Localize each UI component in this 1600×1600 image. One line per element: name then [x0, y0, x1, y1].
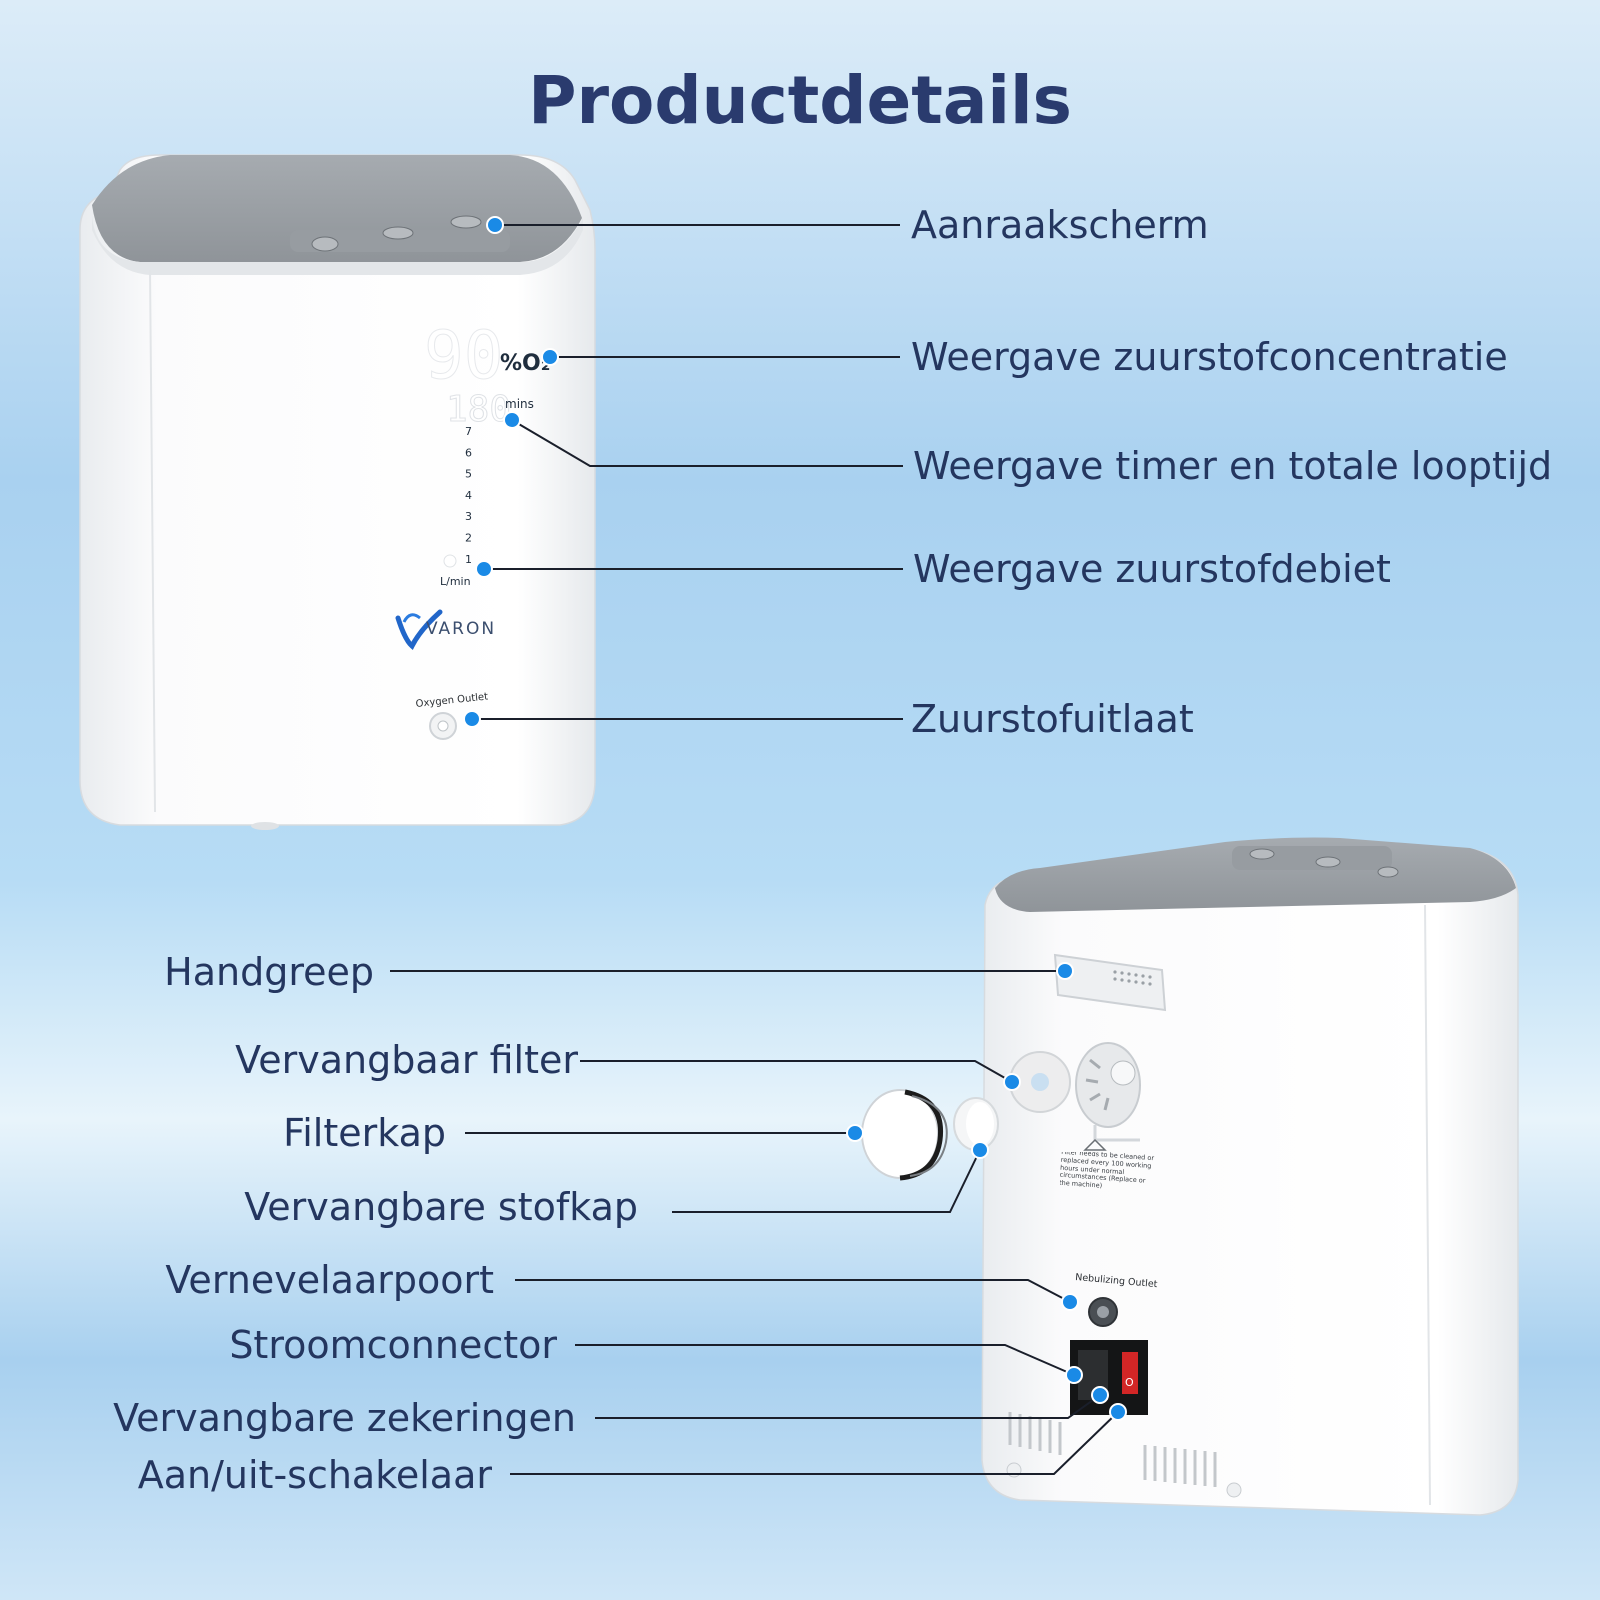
svg-text:O: O — [1125, 1376, 1134, 1389]
label-power-connector: Stroomconnector — [229, 1323, 557, 1367]
marker-fuses — [1091, 1386, 1109, 1404]
label-nebulizer-port: Vernevelaarpoort — [165, 1258, 494, 1302]
label-handle: Handgreep — [164, 950, 374, 994]
flow-scale-tick: 1 — [465, 553, 472, 566]
marker-handle — [1056, 962, 1074, 980]
flow-scale-tick: 7 — [465, 425, 472, 438]
label-touchscreen: Aanraakscherm — [911, 203, 1209, 247]
label-timer-display: Weergave timer en totale looptijd — [913, 444, 1553, 488]
filter-note: Filter needs to be cleaned or replaced e… — [1060, 1152, 1155, 1190]
flow-scale: 7 6 5 4 3 2 1 — [465, 425, 472, 566]
label-dust-cap: Vervangbare stofkap — [244, 1185, 638, 1229]
callout-markers — [463, 216, 1127, 1421]
marker-dust-cap — [971, 1141, 989, 1159]
callout-lines — [390, 224, 1119, 1475]
label-filter-cap: Filterkap — [283, 1111, 446, 1155]
flow-scale-tick: 6 — [465, 446, 472, 459]
label-power-switch: Aan/uit-schakelaar — [137, 1453, 492, 1497]
svg-text:VARON: VARON — [426, 619, 496, 639]
handle-vents — [1113, 970, 1152, 986]
marker-power-switch — [1109, 1403, 1127, 1421]
label-fuses: Vervangbare zekeringen — [113, 1396, 576, 1440]
flow-scale-tick: 3 — [465, 510, 472, 523]
page-title: Productdetails — [528, 62, 1072, 139]
flow-scale-tick: 5 — [465, 468, 472, 481]
marker-flow — [475, 560, 493, 578]
flow-scale-tick: 4 — [465, 489, 472, 502]
label-flow-display: Weergave zuurstofdebiet — [913, 547, 1391, 591]
label-oxygen-outlet: Zuurstofuitlaat — [911, 697, 1194, 741]
flow-scale-tick: 2 — [465, 532, 472, 545]
flow-unit: L/min — [440, 575, 471, 588]
marker-filter-cap — [846, 1124, 864, 1142]
marker-touchscreen — [486, 216, 504, 234]
back-device: Filter needs to be cleaned or replaced e… — [861, 837, 1519, 1516]
timer-unit: mins — [505, 397, 534, 411]
marker-outlet — [463, 710, 481, 728]
label-replaceable-filter: Vervangbaar filter — [235, 1038, 578, 1082]
marker-power-connector — [1065, 1366, 1083, 1384]
varon-logo: VARON — [395, 609, 496, 650]
marker-concentration — [541, 348, 559, 366]
back-vents — [1008, 1412, 1217, 1487]
label-concentration-display: Weergave zuurstofconcentratie — [911, 335, 1508, 379]
marker-filter — [1003, 1073, 1021, 1091]
concentration-readout: 90 — [424, 317, 503, 394]
marker-nebulizer — [1061, 1293, 1079, 1311]
timer-readout: 180 — [446, 389, 511, 430]
marker-timer — [503, 411, 521, 429]
